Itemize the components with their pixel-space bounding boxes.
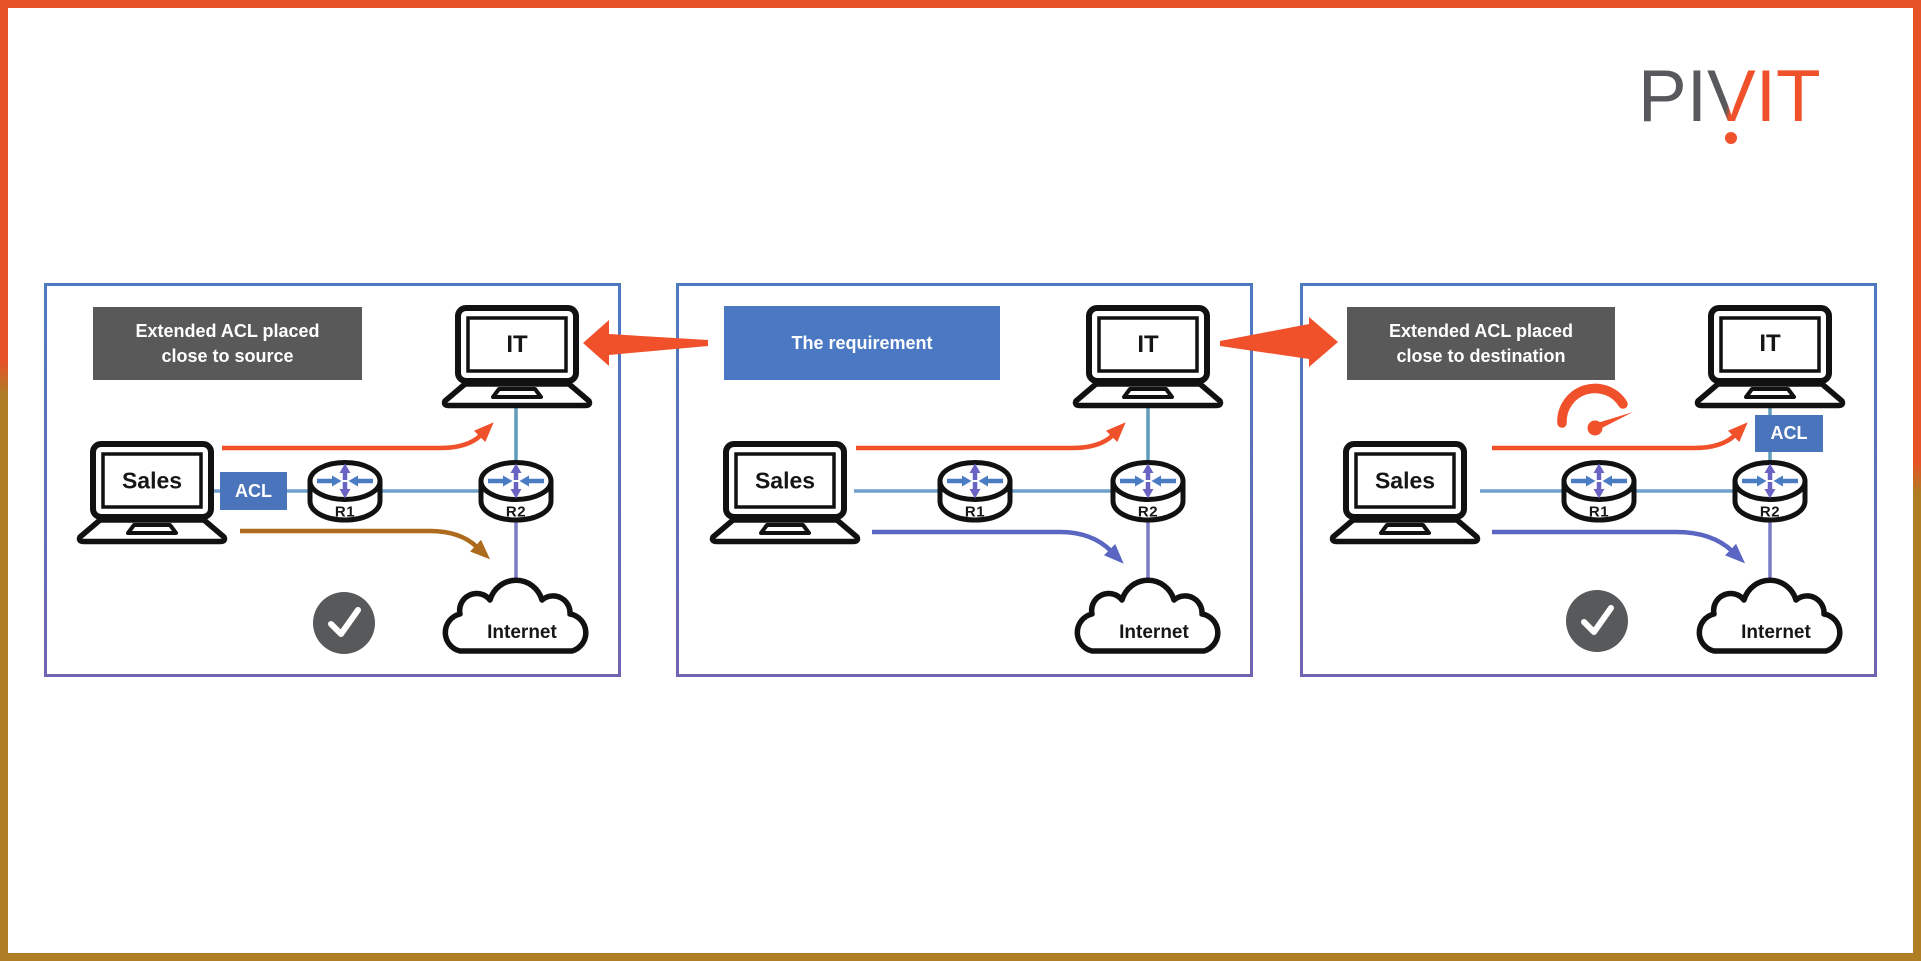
caption-acl-near-destination: Extended ACL placed close to destination xyxy=(1347,307,1615,380)
logo-text-orange: IT xyxy=(1755,56,1821,137)
router-label: R2 xyxy=(505,503,527,521)
router-label: R2 xyxy=(1759,503,1781,521)
logo-letter-v: V xyxy=(1706,56,1756,137)
it-label: IT xyxy=(1759,330,1781,357)
caption-line: close to source xyxy=(161,345,294,366)
pivit-logo: PIVIT xyxy=(1638,60,1821,133)
sales-to-it-arrow xyxy=(856,422,1126,451)
sales-to-it-arrow xyxy=(1492,422,1748,451)
sales-label: Sales xyxy=(1374,467,1436,494)
it-label: IT xyxy=(506,331,528,358)
it-label: IT xyxy=(1137,331,1159,358)
acl-badge-destination: ACL xyxy=(1755,415,1823,452)
traffic-arrows xyxy=(222,422,1748,564)
sales-to-it-arrow xyxy=(222,422,494,451)
logo-text-gray: PI xyxy=(1638,56,1707,137)
router-label: R1 xyxy=(964,503,986,521)
sales-to-internet-arrow xyxy=(872,529,1124,564)
internet-label: Internet xyxy=(1119,622,1189,643)
sales-to-internet-arrow xyxy=(240,528,491,560)
caption-line: The requirement xyxy=(791,332,933,353)
sales-to-internet-arrow xyxy=(1492,529,1746,564)
arrow-right-icon xyxy=(1220,317,1338,367)
caption-line: close to destination xyxy=(1396,345,1566,366)
router-label: R2 xyxy=(1137,503,1159,521)
approved-check-icon xyxy=(313,592,375,654)
acl-badge-source: ACL xyxy=(220,472,287,510)
internet-label: Internet xyxy=(487,622,557,643)
caption-line: Extended ACL placed xyxy=(1388,320,1574,341)
internet-label: Internet xyxy=(1741,622,1811,643)
arrow-left-icon xyxy=(583,320,708,366)
router-label: R1 xyxy=(334,503,356,521)
router-label: R1 xyxy=(1588,503,1610,521)
caption-requirement: The requirement xyxy=(724,306,1000,380)
logo-dot-icon xyxy=(1725,132,1737,144)
gauge-icon xyxy=(1557,383,1633,436)
sales-label: Sales xyxy=(121,467,183,494)
network-links xyxy=(212,406,1772,592)
sales-label: Sales xyxy=(754,467,816,494)
caption-line: Extended ACL placed xyxy=(135,320,320,341)
caption-acl-near-source: Extended ACL placed close to source xyxy=(93,307,362,380)
approved-check-icon xyxy=(1566,590,1628,652)
